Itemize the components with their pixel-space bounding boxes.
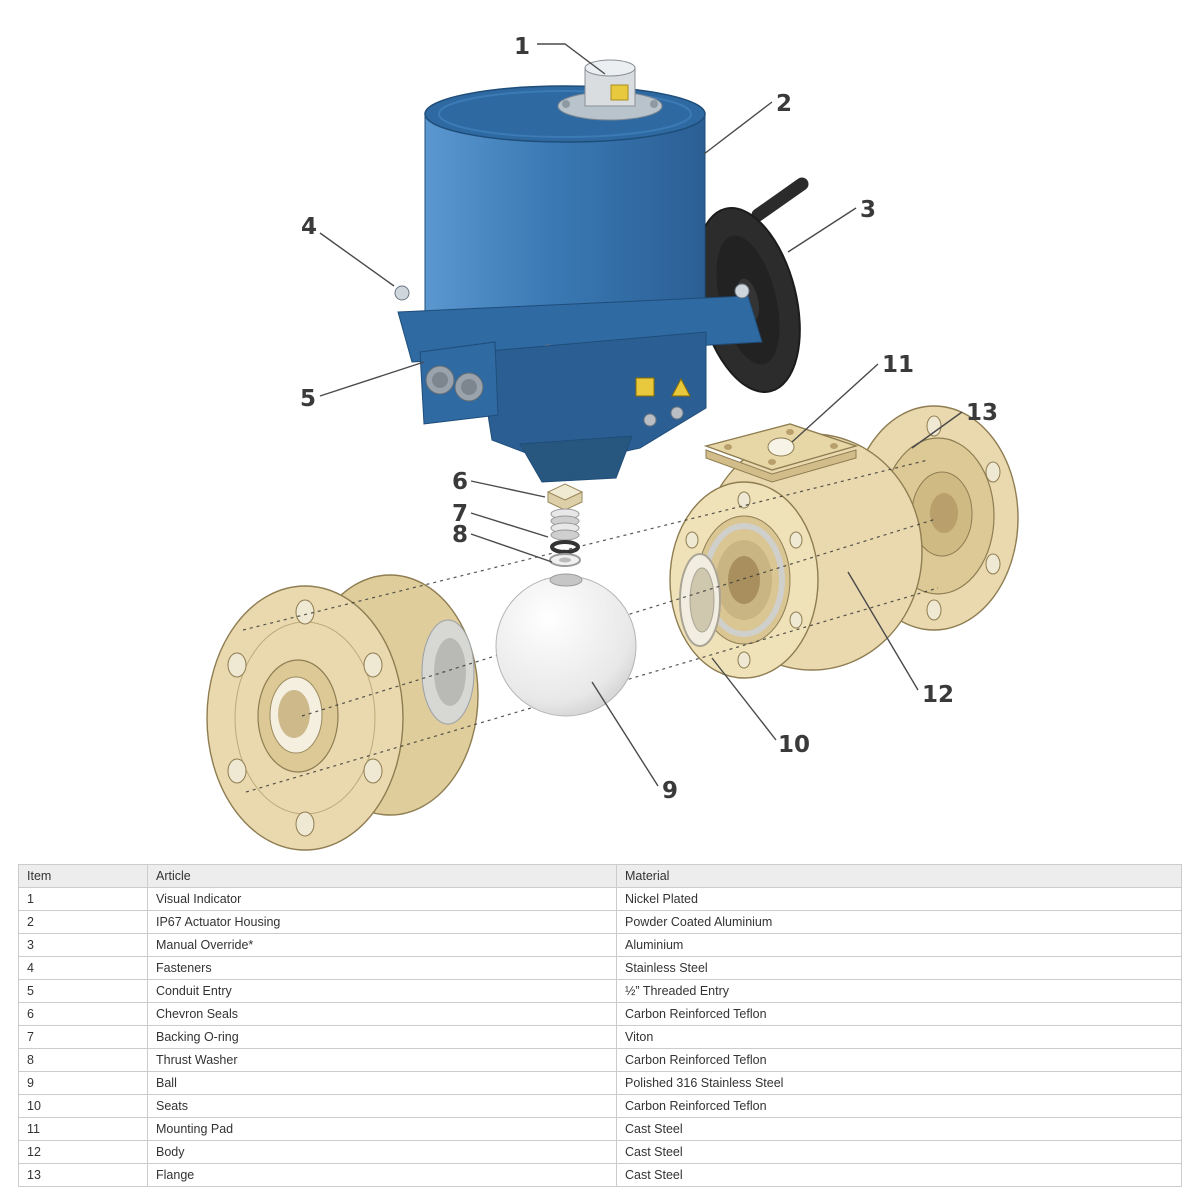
cell-article: Conduit Entry — [147, 979, 617, 1003]
callout-13: 13 — [966, 400, 998, 426]
indicator-window — [610, 84, 629, 101]
cell-item: 5 — [18, 979, 148, 1003]
header-material: Material — [616, 864, 1182, 888]
cell-article: Backing O-ring — [147, 1025, 617, 1049]
cell-article: IP67 Actuator Housing — [147, 910, 617, 934]
mounting-pad — [703, 423, 859, 483]
callouts: 1 2 3 4 5 6 7 8 9 10 — [300, 34, 998, 804]
fastener-bolt — [394, 285, 410, 301]
callout-12: 12 — [922, 682, 954, 708]
cell-article: Manual Override* — [147, 933, 617, 957]
callout-9: 9 — [662, 778, 678, 804]
visual-indicator — [557, 59, 663, 121]
cell-material: Cast Steel — [616, 1140, 1182, 1164]
cell-material: ½” Threaded Entry — [616, 979, 1182, 1003]
cell-article: Body — [147, 1140, 617, 1164]
cell-item: 6 — [18, 1002, 148, 1026]
cell-item: 13 — [18, 1163, 148, 1187]
callout-1: 1 — [514, 34, 530, 60]
cell-article: Visual Indicator — [147, 887, 617, 911]
callout-11: 11 — [882, 352, 914, 378]
cell-item: 11 — [18, 1117, 148, 1141]
left-flange — [206, 574, 479, 851]
cell-material: Stainless Steel — [616, 956, 1182, 980]
cell-item: 3 — [18, 933, 148, 957]
fastener-bolt — [734, 283, 750, 299]
header-article: Article — [147, 864, 617, 888]
cell-material: Viton — [616, 1025, 1182, 1049]
cell-article: Thrust Washer — [147, 1048, 617, 1072]
callout-2: 2 — [776, 91, 792, 117]
cell-article: Flange — [147, 1163, 617, 1187]
valve-exploded-diagram: 1 2 3 4 5 6 7 8 9 10 — [206, 34, 1019, 851]
header-item: Item — [18, 864, 148, 888]
cell-item: 9 — [18, 1071, 148, 1095]
cell-item: 10 — [18, 1094, 148, 1118]
cell-material: Carbon Reinforced Teflon — [616, 1048, 1182, 1072]
cell-material: Cast Steel — [616, 1117, 1182, 1141]
warning-triangle-icon — [671, 377, 691, 397]
header-row: Item Article Material — [18, 864, 1182, 888]
cell-material: Nickel Plated — [616, 887, 1182, 911]
callout-3: 3 — [860, 197, 876, 223]
cell-item: 8 — [18, 1048, 148, 1072]
cell-material: Powder Coated Aluminium — [616, 910, 1182, 934]
callout-5: 5 — [300, 386, 316, 412]
actuator-lower-bracket — [419, 331, 707, 483]
cell-item: 4 — [18, 956, 148, 980]
seat-ring — [679, 553, 721, 647]
callout-10: 10 — [778, 732, 810, 758]
cell-item: 1 — [18, 887, 148, 911]
backing-o-ring — [550, 540, 580, 554]
callout-8: 8 — [452, 522, 468, 548]
ball — [495, 573, 637, 717]
cell-article: Mounting Pad — [147, 1117, 617, 1141]
cell-material: Polished 316 Stainless Steel — [616, 1071, 1182, 1095]
cell-item: 2 — [18, 910, 148, 934]
callout-6: 6 — [452, 469, 468, 495]
cell-item: 12 — [18, 1140, 148, 1164]
chevron-seal — [550, 529, 580, 541]
stem-seal-stack — [546, 483, 584, 567]
cell-material: Cast Steel — [616, 1163, 1182, 1187]
cell-article: Fasteners — [147, 956, 617, 980]
cell-material: Carbon Reinforced Teflon — [616, 1094, 1182, 1118]
callout-7: 7 — [452, 501, 468, 527]
cell-article: Chevron Seals — [147, 1002, 617, 1026]
electric-warning-icon — [635, 377, 655, 397]
cell-item: 7 — [18, 1025, 148, 1049]
cell-article: Seats — [147, 1094, 617, 1118]
cell-material: Carbon Reinforced Teflon — [616, 1002, 1182, 1026]
callout-4: 4 — [301, 214, 317, 240]
cell-material: Aluminium — [616, 933, 1182, 957]
cell-article: Ball — [147, 1071, 617, 1095]
